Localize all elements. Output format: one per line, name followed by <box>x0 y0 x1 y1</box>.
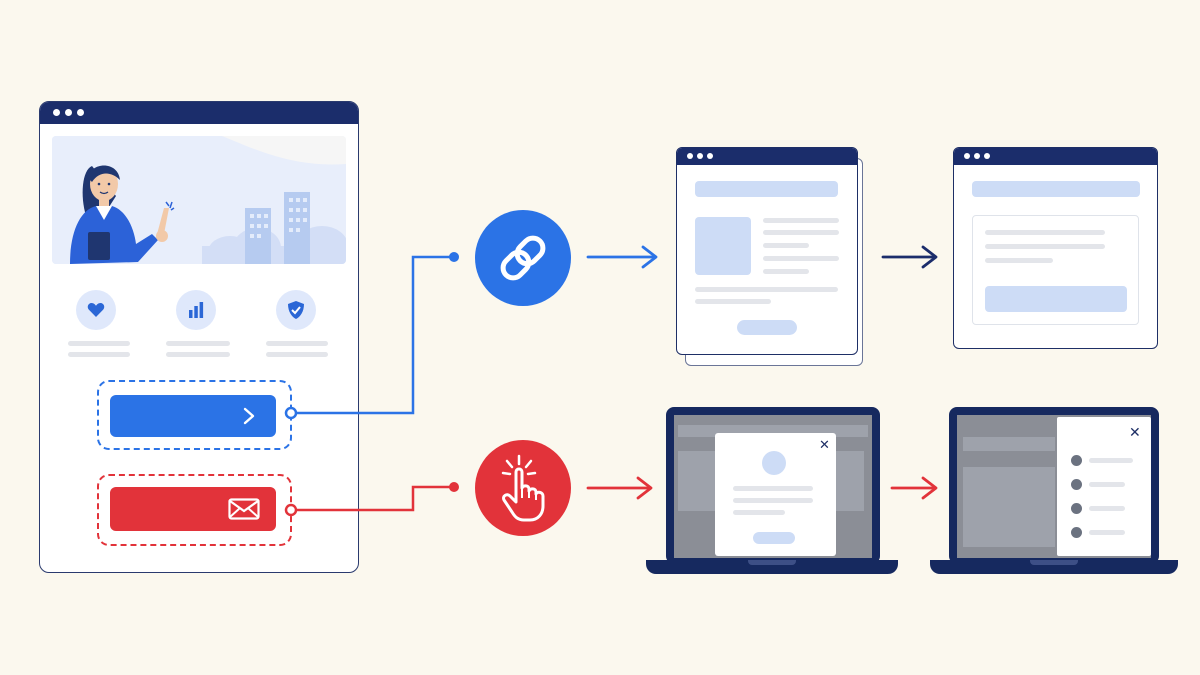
window-controls <box>53 109 84 116</box>
window-controls <box>687 153 713 159</box>
list-item[interactable] <box>1089 458 1133 463</box>
text-line <box>695 287 838 292</box>
laptop-notch <box>1030 560 1078 565</box>
avatar <box>762 451 786 475</box>
list-bullet <box>1071 503 1082 514</box>
arrow-right-icon <box>586 245 658 269</box>
connector-node <box>284 406 298 420</box>
page-header-bar <box>972 181 1140 197</box>
window-title-bar <box>677 148 857 165</box>
landing-page-window <box>39 101 359 573</box>
text-line <box>763 218 839 223</box>
feature-heart <box>76 290 116 330</box>
pointer-click-icon <box>501 454 545 522</box>
laptop-notch <box>748 560 796 565</box>
arrow-right-icon <box>586 476 653 500</box>
click-flow-connector <box>291 485 454 512</box>
text-line <box>763 243 809 248</box>
click-trigger <box>475 440 571 536</box>
page-image-placeholder <box>695 217 751 275</box>
primary-cta-button[interactable] <box>110 395 276 437</box>
arrow-right-icon <box>881 245 938 269</box>
close-icon[interactable]: ✕ <box>1129 425 1141 441</box>
text-line <box>763 269 809 274</box>
connector-node <box>449 482 459 492</box>
close-icon[interactable]: ✕ <box>819 438 830 453</box>
browser-form-page <box>953 147 1158 349</box>
feature-stats <box>176 290 216 330</box>
text-line <box>763 230 839 235</box>
form-text-line <box>985 244 1105 249</box>
secondary-cta-button[interactable] <box>110 487 276 531</box>
hero-illustration <box>52 136 346 264</box>
browser-page <box>676 147 858 355</box>
feature-text-line <box>166 341 230 346</box>
text-line <box>695 299 771 304</box>
heart-icon <box>87 303 105 317</box>
link-trigger <box>475 210 571 306</box>
feature-text-line <box>166 352 230 357</box>
link-flow-connector <box>291 255 454 415</box>
modal-text-line <box>733 498 813 503</box>
form-text-line <box>985 230 1105 235</box>
window-title-bar <box>40 102 358 124</box>
form-submit-button[interactable] <box>985 286 1127 312</box>
modal-action-button[interactable] <box>753 532 795 544</box>
modal-popup: ✕ <box>715 433 836 556</box>
list-item[interactable] <box>1089 506 1125 511</box>
modal-text-line <box>733 510 785 515</box>
laptop-display: ✕ <box>674 415 872 558</box>
laptop-base <box>930 560 1178 574</box>
arrow-right-icon <box>890 476 938 500</box>
feature-security <box>276 290 316 330</box>
chevron-right-icon <box>243 407 255 425</box>
shield-icon <box>288 301 304 319</box>
modal-text-line <box>733 486 813 491</box>
connector-node <box>284 503 298 517</box>
side-panel: ✕ <box>1057 417 1151 556</box>
laptop-base <box>646 560 898 574</box>
list-item[interactable] <box>1089 530 1125 535</box>
form-text-line <box>985 258 1053 263</box>
window-controls <box>964 153 990 159</box>
list-bullet <box>1071 527 1082 538</box>
mail-icon <box>228 498 260 520</box>
feature-text-line <box>68 352 130 357</box>
list-bullet <box>1071 479 1082 490</box>
page-button[interactable] <box>737 320 797 335</box>
feature-text-line <box>266 352 328 357</box>
window-title-bar <box>954 148 1157 165</box>
list-item[interactable] <box>1089 482 1125 487</box>
laptop-display: ✕ <box>957 415 1151 558</box>
link-icon <box>500 235 546 281</box>
connector-node <box>449 252 459 262</box>
page-header-bar <box>695 181 838 197</box>
feature-text-line <box>68 341 130 346</box>
feature-text-line <box>266 341 328 346</box>
bar-chart-icon <box>189 302 204 318</box>
form-card <box>972 215 1139 325</box>
list-bullet <box>1071 455 1082 466</box>
text-line <box>763 256 839 261</box>
